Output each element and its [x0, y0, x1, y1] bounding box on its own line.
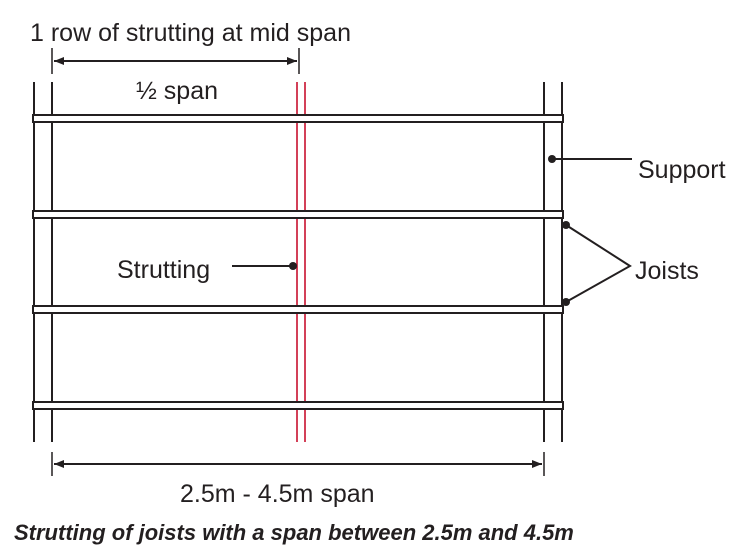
span-label: 2.5m - 4.5m span [180, 480, 375, 508]
joists-leader-line [565, 224, 632, 303]
joists-label: Joists [635, 257, 699, 285]
title-label: 1 row of strutting at mid span [30, 19, 351, 47]
half-span-label: ½ span [136, 77, 218, 105]
strutting-label: Strutting [117, 256, 210, 284]
caption: Strutting of joists with a span between … [14, 520, 574, 545]
support-right [543, 82, 563, 442]
joist-2 [32, 210, 564, 219]
joist-1 [32, 114, 564, 123]
support-label: Support [638, 156, 726, 184]
joist-3 [32, 305, 564, 314]
strutting-lines [296, 82, 306, 442]
strutting-leader-dot [289, 262, 297, 270]
joist-4 [32, 401, 564, 410]
support-left [33, 82, 53, 442]
